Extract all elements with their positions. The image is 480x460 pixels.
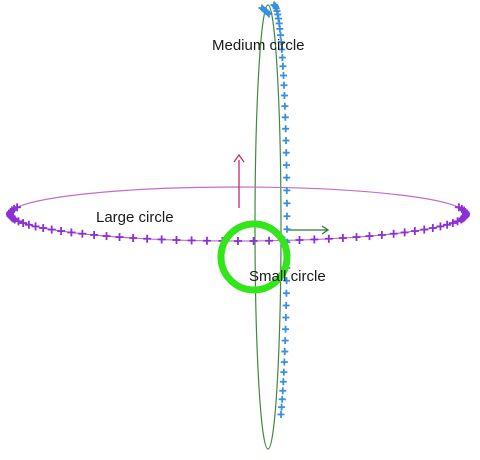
- arrow-up-icon: [233, 153, 245, 208]
- large-circle-marker: [389, 229, 398, 238]
- large-circle-marker: [458, 214, 467, 223]
- medium-circle-marker: [283, 212, 291, 220]
- large-circle-marker: [420, 225, 429, 234]
- large-circle-marker: [310, 235, 319, 244]
- large-circle-marker: [249, 236, 258, 245]
- medium-circle-marker: [282, 325, 290, 333]
- large-circle-marker: [324, 234, 333, 243]
- medium-circle-marker: [282, 289, 290, 297]
- large-circle-marker: [172, 235, 181, 244]
- medium-circle-marker: [280, 368, 288, 376]
- large-circle-marker: [453, 217, 462, 226]
- medium-circle-marker: [280, 91, 288, 99]
- large-circle-marker: [295, 235, 304, 244]
- large-circle-marker: [443, 220, 452, 229]
- large-circle-marker: [377, 230, 386, 239]
- medium-circle-marker: [265, 10, 273, 18]
- large-circle-marker: [428, 224, 437, 233]
- large-circle-marker: [143, 234, 152, 243]
- medium-circle-marker: [278, 54, 286, 62]
- medium-circle-marker: [282, 161, 290, 169]
- medium-circle-marker: [283, 174, 291, 182]
- medium-circle-marker: [282, 149, 290, 157]
- medium-circle-marker: [277, 38, 285, 46]
- medium-circle-marker: [279, 387, 287, 395]
- large-circle-marker: [102, 232, 111, 241]
- large-circle-marker: [9, 214, 18, 223]
- large-circle-marker: [19, 219, 28, 228]
- medium-circle-marker: [279, 378, 287, 386]
- small-circle: [217, 220, 291, 294]
- large-circle-marker: [90, 230, 99, 239]
- medium-circle-label: Medium circle: [212, 37, 305, 54]
- medium-circle-marker: [282, 137, 290, 145]
- large-circle-marker: [187, 236, 196, 245]
- large-circle-marker: [410, 227, 419, 236]
- medium-circle-marker: [282, 125, 290, 133]
- medium-circle-marker: [281, 337, 289, 345]
- medium-circle-marker: [280, 358, 288, 366]
- large-circle-marker: [115, 233, 124, 242]
- medium-circle-marker: [278, 395, 286, 403]
- large-circle-marker: [78, 229, 87, 238]
- large-circle-marker: [352, 233, 361, 242]
- large-circle-marker: [57, 227, 66, 236]
- medium-circle-marker: [283, 199, 291, 207]
- large-circle-marker: [234, 237, 242, 245]
- large-circle-marker: [448, 219, 457, 228]
- medium-circle-marker: [279, 62, 287, 70]
- medium-circle-marker: [277, 31, 285, 39]
- large-circle-marker: [67, 228, 76, 237]
- large-circle-marker: [400, 228, 409, 237]
- medium-circle-marker: [280, 71, 288, 79]
- medium-circle-marker: [283, 277, 291, 285]
- large-circle-markers: [6, 203, 470, 245]
- medium-circle-marker: [283, 225, 291, 233]
- large-circle-marker: [47, 225, 56, 234]
- large-circle-label: Large circle: [96, 209, 174, 226]
- medium-circle-markers: [258, 1, 291, 418]
- large-circle-marker: [24, 220, 33, 229]
- large-circle-marker: [157, 235, 166, 244]
- medium-circle-marker: [283, 186, 291, 194]
- medium-circle-marker: [278, 45, 286, 53]
- medium-circle-marker: [264, 9, 272, 17]
- medium-circle-marker: [281, 102, 289, 110]
- medium-circle-marker: [278, 403, 286, 411]
- small-circle-label: Small circle: [249, 268, 326, 285]
- large-circle-marker: [129, 233, 138, 242]
- large-circle-marker: [202, 236, 211, 245]
- medium-circle-marker: [277, 410, 285, 418]
- medium-circle-marker: [281, 113, 289, 121]
- medium-circle-marker: [281, 348, 289, 356]
- medium-circle-marker: [280, 81, 288, 89]
- medium-circle-marker: [276, 25, 284, 33]
- large-circle-marker: [338, 233, 347, 242]
- large-circle-marker: [436, 222, 445, 231]
- large-circle-marker: [31, 222, 40, 231]
- medium-circle-marker: [282, 313, 290, 321]
- arrow-right-icon: [288, 225, 330, 235]
- large-circle-marker: [365, 232, 374, 241]
- large-circle-marker: [39, 224, 48, 233]
- medium-circle-marker: [282, 301, 290, 309]
- large-circle-marker: [265, 236, 274, 245]
